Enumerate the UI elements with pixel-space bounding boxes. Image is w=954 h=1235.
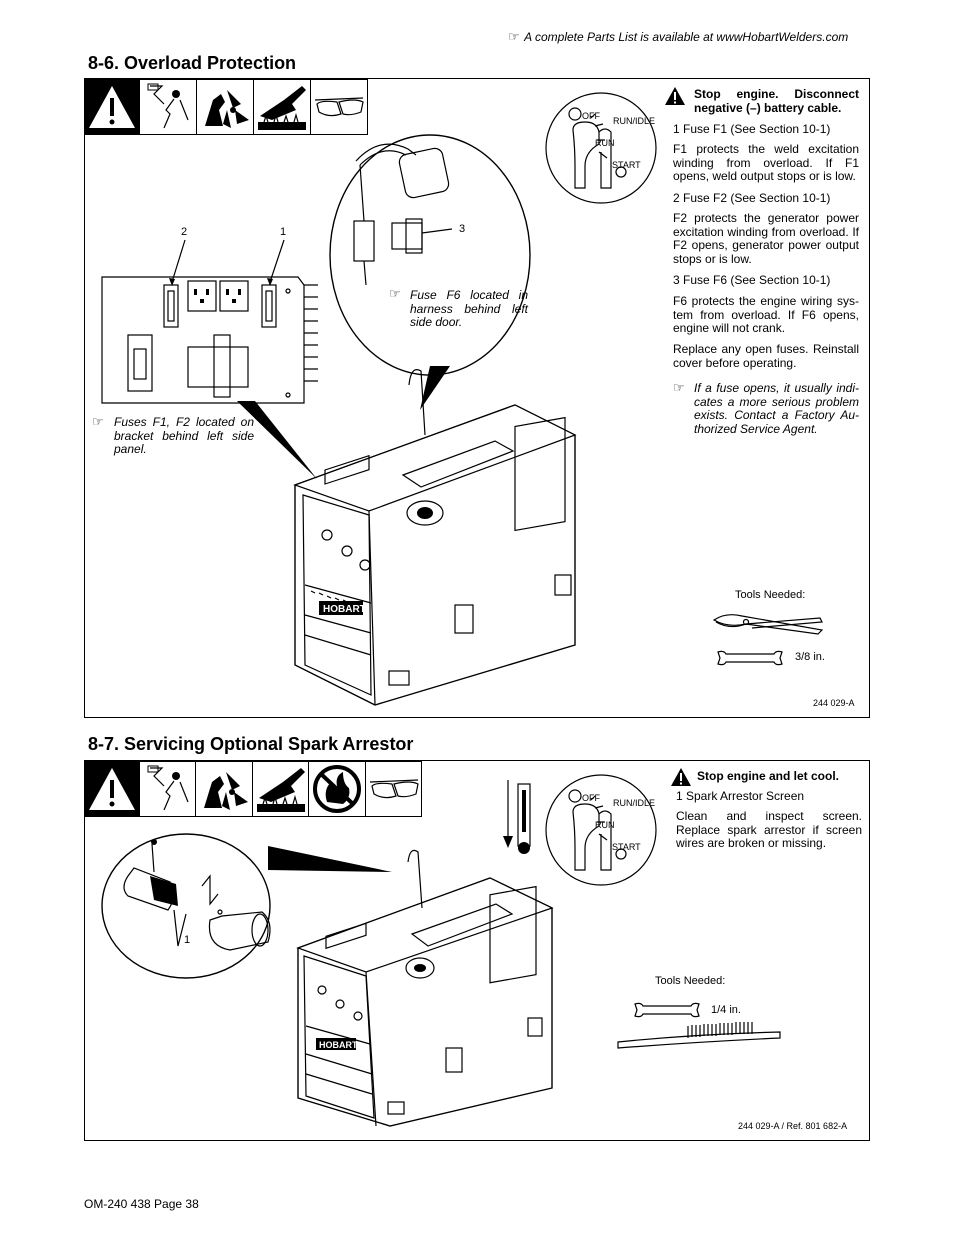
page-footer: OM-240 438 Page 38 [84,1197,199,1211]
item-desc-spark-screen: Clean and inspect screen. Replace spark … [676,809,862,850]
service-note: If a fuse opens, it usually indi-cates a… [694,381,859,436]
switch-run-idle-label: RUN/IDLE [613,116,656,126]
electric-shock-icon [139,80,196,134]
switch-off-label: OFF [582,793,600,803]
switch-run-idle-label: RUN/IDLE [613,798,656,808]
switch-start-label: START [612,842,641,852]
tools-needed-label-2: Tools Needed: [655,975,726,987]
section-title-spark-arrestor: 8-7. Servicing Optional Spark Arrestor [88,734,414,754]
callout-1-spark: 1 [184,934,191,946]
figure-ref-1: 244 029-A [813,698,855,708]
warning-triangle-icon [85,762,139,816]
hand-pointer-icon: ☞ [508,29,520,44]
tools-needed-label-1: Tools Needed: [735,589,806,601]
hand-pointer-icon: ☞ [389,286,401,301]
spark-arrestor-zoom [101,833,271,979]
warning-text-2: Stop engine and let cool. [697,769,840,783]
moving-parts-icon [196,80,253,134]
hot-surface-icon [251,762,309,816]
spark-arrestor-figure-frame [84,760,870,1141]
safety-icon-strip [84,761,422,817]
hot-surface-icon [253,80,310,134]
zoom-wedge [268,846,392,872]
replace-note: Replace any open fuses. Reinstall cover … [673,342,859,370]
switch-run-label: RUN [595,138,615,148]
fuse-f6-note: Fuse F6 located in harness behind left s… [410,288,528,329]
thermometer-icon [503,780,531,854]
welder-generator-illustration: HOBART [293,369,577,706]
pliers-icon [712,614,824,635]
wire-brush-icon [617,1022,781,1049]
item-label-f1: 1 Fuse F1 (See Section 10-1) [673,122,831,136]
item-desc-f1: F1 protects the weld excitation winding … [673,142,859,183]
tool-size-2: 1/4 in. [711,1004,741,1016]
hand-pointer-icon: ☞ [673,380,685,395]
callout-1: 1 [280,226,287,238]
callout-leaders [169,239,285,286]
overload-figure-frame [84,78,870,718]
item-label-f6: 3 Fuse F6 (See Section 10-1) [673,273,831,287]
warning-triangle-icon [85,80,139,134]
fuse-f6-zoom-circle [329,134,531,376]
warning-text-1: Stop engine. Disconnect negative (–) bat… [694,87,859,115]
callout-3: 3 [459,223,466,235]
section-title-overload: 8-6. Overload Protection [88,53,297,73]
hand-pointer-icon: ☞ [92,414,104,429]
safety-glasses-icon [310,80,367,134]
figure-ref-2: 244 029-A / Ref. 801 682-A [738,1121,848,1131]
item-label-f2: 2 Fuse F2 (See Section 10-1) [673,191,831,205]
callout-2: 2 [181,226,188,238]
tool-size-1: 3/8 in. [795,651,825,663]
switch-run-label: RUN [595,820,615,830]
ignition-switch-diagram [545,774,657,886]
fuse-f1f2-note: Fuses F1, F2 located on bracket behind l… [114,415,254,456]
wrench-icon [634,1002,700,1018]
item-desc-f6: F6 protects the engine wiring sys-tem fr… [673,294,859,335]
item-desc-f2: F2 protects the generator power excitati… [673,211,859,266]
ignition-switch-diagram [545,92,657,204]
switch-start-label: START [612,160,641,170]
zoom-wedge [420,366,450,410]
header-note: ☞ A complete Parts List is available at … [508,29,849,44]
no-fire-icon [308,762,365,816]
hobart-logo: HOBART [319,1040,358,1050]
safety-glasses-icon [364,762,422,816]
safety-icon-strip [84,79,368,135]
switch-off-label: OFF [582,111,600,121]
wrench-icon [717,650,783,666]
item-label-spark-screen: 1 Spark Arrestor Screen [676,789,805,803]
fuse-bracket-panel [101,276,318,404]
moving-parts-icon [195,762,252,816]
zoom-wedge [237,401,317,479]
hobart-logo: HOBART [323,604,366,615]
welder-generator-illustration: HOBART [296,849,554,1127]
electric-shock-icon [138,762,196,816]
